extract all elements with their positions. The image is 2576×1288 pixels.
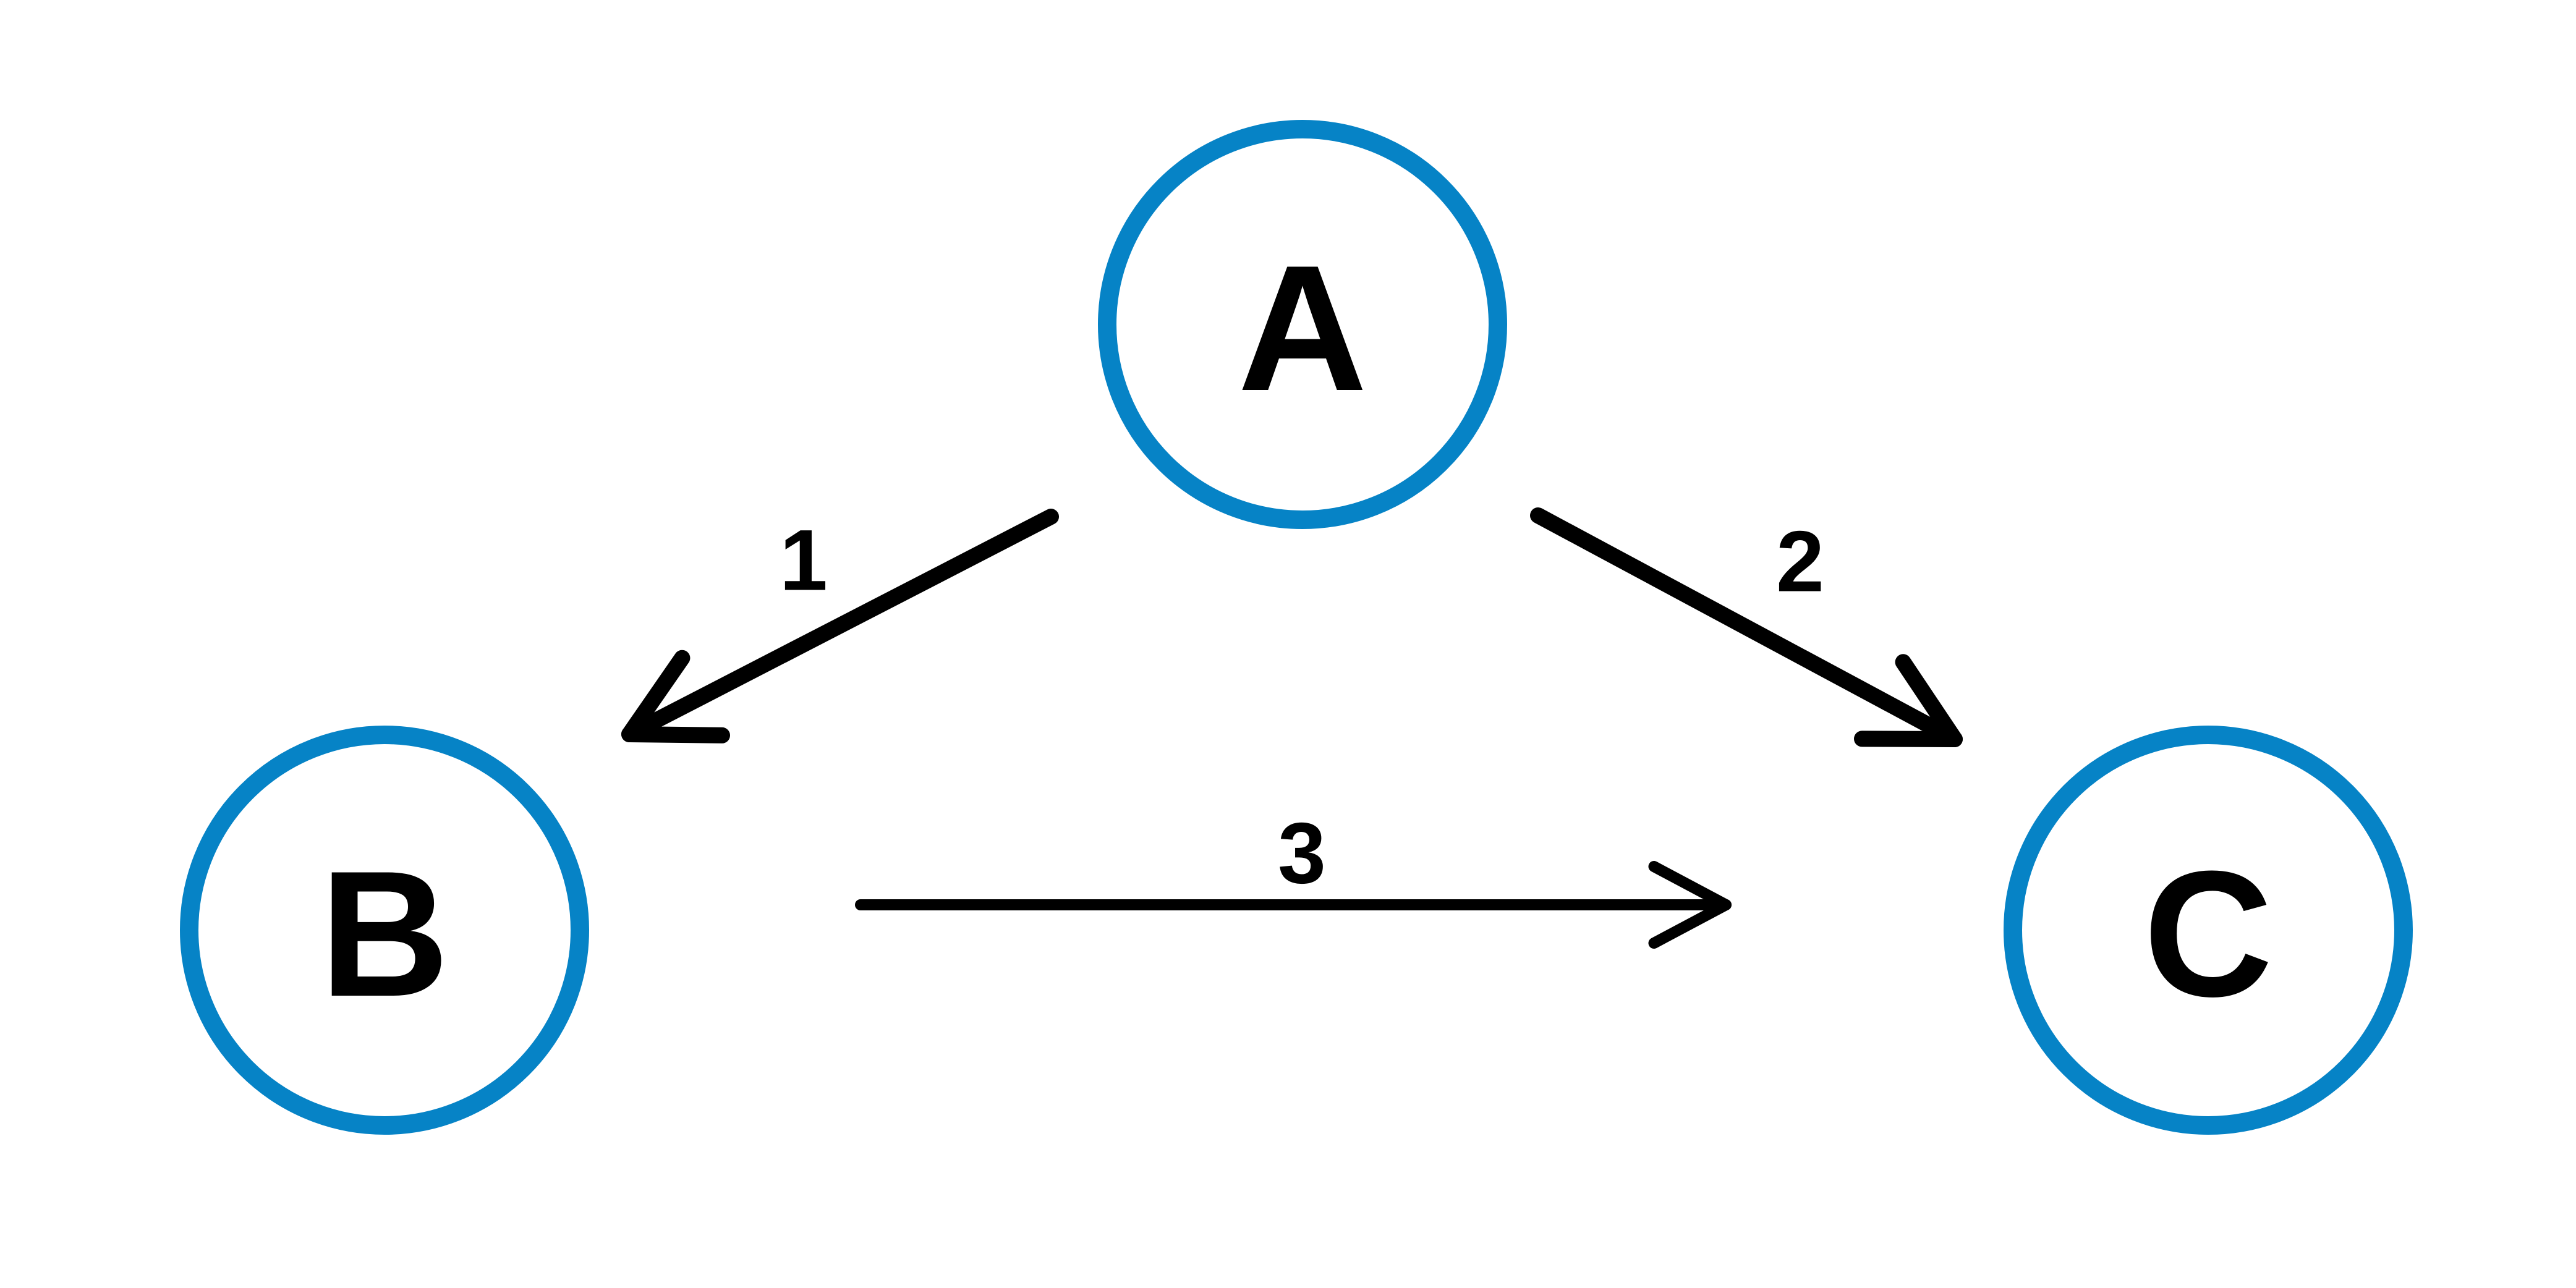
node-a[interactable]: A (1098, 120, 1507, 529)
edge-label-1: 1 (780, 512, 828, 609)
edge-label-3: 3 (1278, 805, 1326, 902)
edge-label-2: 2 (1776, 513, 1824, 610)
edge-arrowhead (621, 650, 730, 744)
node-b[interactable]: B (180, 726, 589, 1135)
edges-layer (621, 507, 1963, 949)
node-circle-b (180, 726, 589, 1135)
edge-shaft (1530, 507, 1963, 747)
edge-labels-layer: 1 2 3 (780, 512, 1824, 902)
node-label-a: A (1238, 228, 1367, 428)
node-label-c: C (2143, 834, 2272, 1034)
edge-b-to-c[interactable] (855, 861, 1732, 949)
node-circle-a (1098, 120, 1507, 529)
nodes-layer: A B C (180, 120, 2413, 1135)
edge-arrowhead (1854, 654, 1963, 747)
edge-a-to-b[interactable] (621, 509, 1059, 744)
edge-a-to-c[interactable] (1530, 507, 1963, 747)
node-label-b: B (320, 834, 449, 1034)
edge-shaft (621, 509, 1059, 742)
node-circle-c (2004, 726, 2413, 1135)
node-c[interactable]: C (2004, 726, 2413, 1135)
edge-arrowhead (1648, 861, 1732, 949)
